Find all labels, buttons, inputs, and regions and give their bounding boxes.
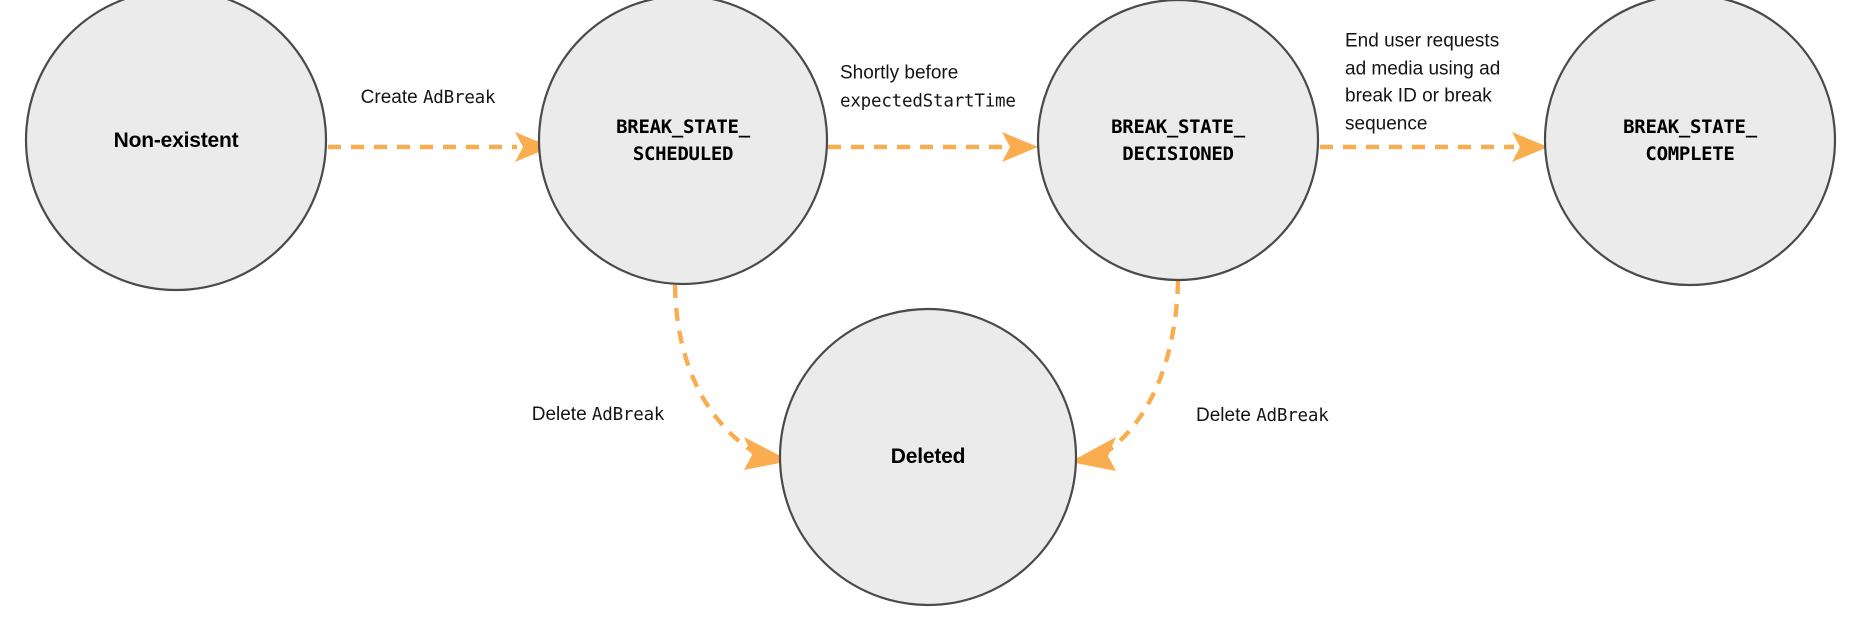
edge-create-adbreak-arrowhead (515, 132, 551, 162)
node-break-state-decisioned[interactable] (1036, 0, 1320, 282)
node-deleted[interactable] (778, 307, 1078, 607)
node-break-state-scheduled[interactable] (537, 0, 829, 286)
edge-delete-from-scheduled (672, 284, 790, 470)
edge-delete-from-decisioned-line (1096, 280, 1181, 460)
edge-delete-from-scheduled-line (672, 284, 764, 459)
edge-delete-from-decisioned-arrowhead (1070, 437, 1116, 471)
edge-shortly-before-arrowhead (1002, 132, 1038, 162)
edge-create-adbreak (328, 132, 551, 162)
edge-end-user-requests (1320, 132, 1548, 162)
edge-end-user-requests-arrowhead (1512, 132, 1548, 162)
edge-shortly-before (828, 132, 1038, 162)
edge-delete-from-scheduled-arrowhead (744, 437, 790, 470)
edge-delete-from-decisioned (1070, 280, 1181, 471)
node-break-state-complete[interactable] (1543, 0, 1837, 287)
node-non-existent[interactable] (24, 0, 328, 292)
